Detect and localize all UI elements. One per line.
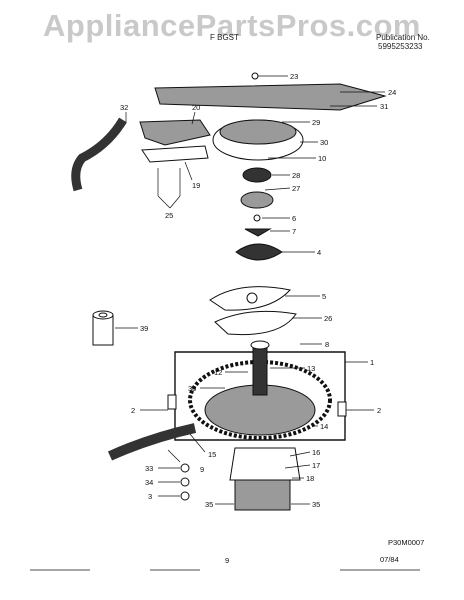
callout-26: 26: [324, 314, 332, 323]
callout-2-left: 2: [131, 406, 135, 415]
callout-1: 1: [370, 358, 374, 367]
mount-bracket: [139, 111, 211, 209]
filter-cylinder: [92, 310, 138, 346]
callout-5: 5: [322, 292, 326, 301]
callout-31: 31: [380, 102, 388, 111]
callout-18: 18: [306, 474, 314, 483]
callout-34: 34: [145, 478, 153, 487]
callout-38: 38: [188, 384, 196, 393]
footer-date: 07/84: [380, 555, 399, 564]
callout-8: 8: [325, 340, 329, 349]
impeller-stack: [235, 167, 315, 261]
drain-hose: [71, 112, 127, 192]
publication-label: Publication No.: [376, 33, 430, 42]
callout-13: 13: [307, 364, 315, 373]
callout-9: 9: [200, 465, 204, 474]
callout-24: 24: [388, 88, 396, 97]
callout-2-right: 2: [377, 406, 381, 415]
callout-23: 23: [290, 72, 298, 81]
callout-39: 39: [140, 324, 148, 333]
callout-27: 27: [292, 184, 300, 193]
callout-15: 15: [208, 450, 216, 459]
callout-28: 28: [292, 171, 300, 180]
callout-35-left: 35: [205, 500, 213, 509]
sump-and-motor: [107, 340, 332, 511]
callout-17: 17: [312, 461, 320, 470]
callout-19: 19: [192, 181, 200, 190]
callout-3: 3: [148, 492, 152, 501]
callout-14: 14: [320, 422, 328, 431]
gaskets: [209, 286, 322, 336]
callout-32: 32: [120, 103, 128, 112]
callout-29: 29: [312, 118, 320, 127]
figure-code: P30M0007: [388, 538, 424, 547]
callout-20: 20: [192, 103, 200, 112]
publication-number: 5995253233: [378, 42, 423, 51]
page-number: 9: [225, 556, 229, 565]
callout-12: 12: [214, 368, 222, 377]
callout-6: 6: [292, 214, 296, 223]
callout-10: 10: [318, 154, 326, 163]
pump-housing: [212, 119, 318, 161]
callout-16: 16: [312, 448, 320, 457]
wire-frame: [140, 343, 374, 441]
callout-35-right: 35: [312, 500, 320, 509]
callout-33: 33: [145, 464, 153, 473]
watermark: AppliancePartsPros.com: [43, 8, 421, 43]
callout-4: 4: [317, 248, 321, 257]
spray-arm: [154, 72, 387, 111]
callout-30: 30: [320, 138, 328, 147]
model-fragment: F BGST: [210, 33, 239, 42]
callout-7: 7: [292, 227, 296, 236]
callout-25: 25: [165, 211, 173, 220]
